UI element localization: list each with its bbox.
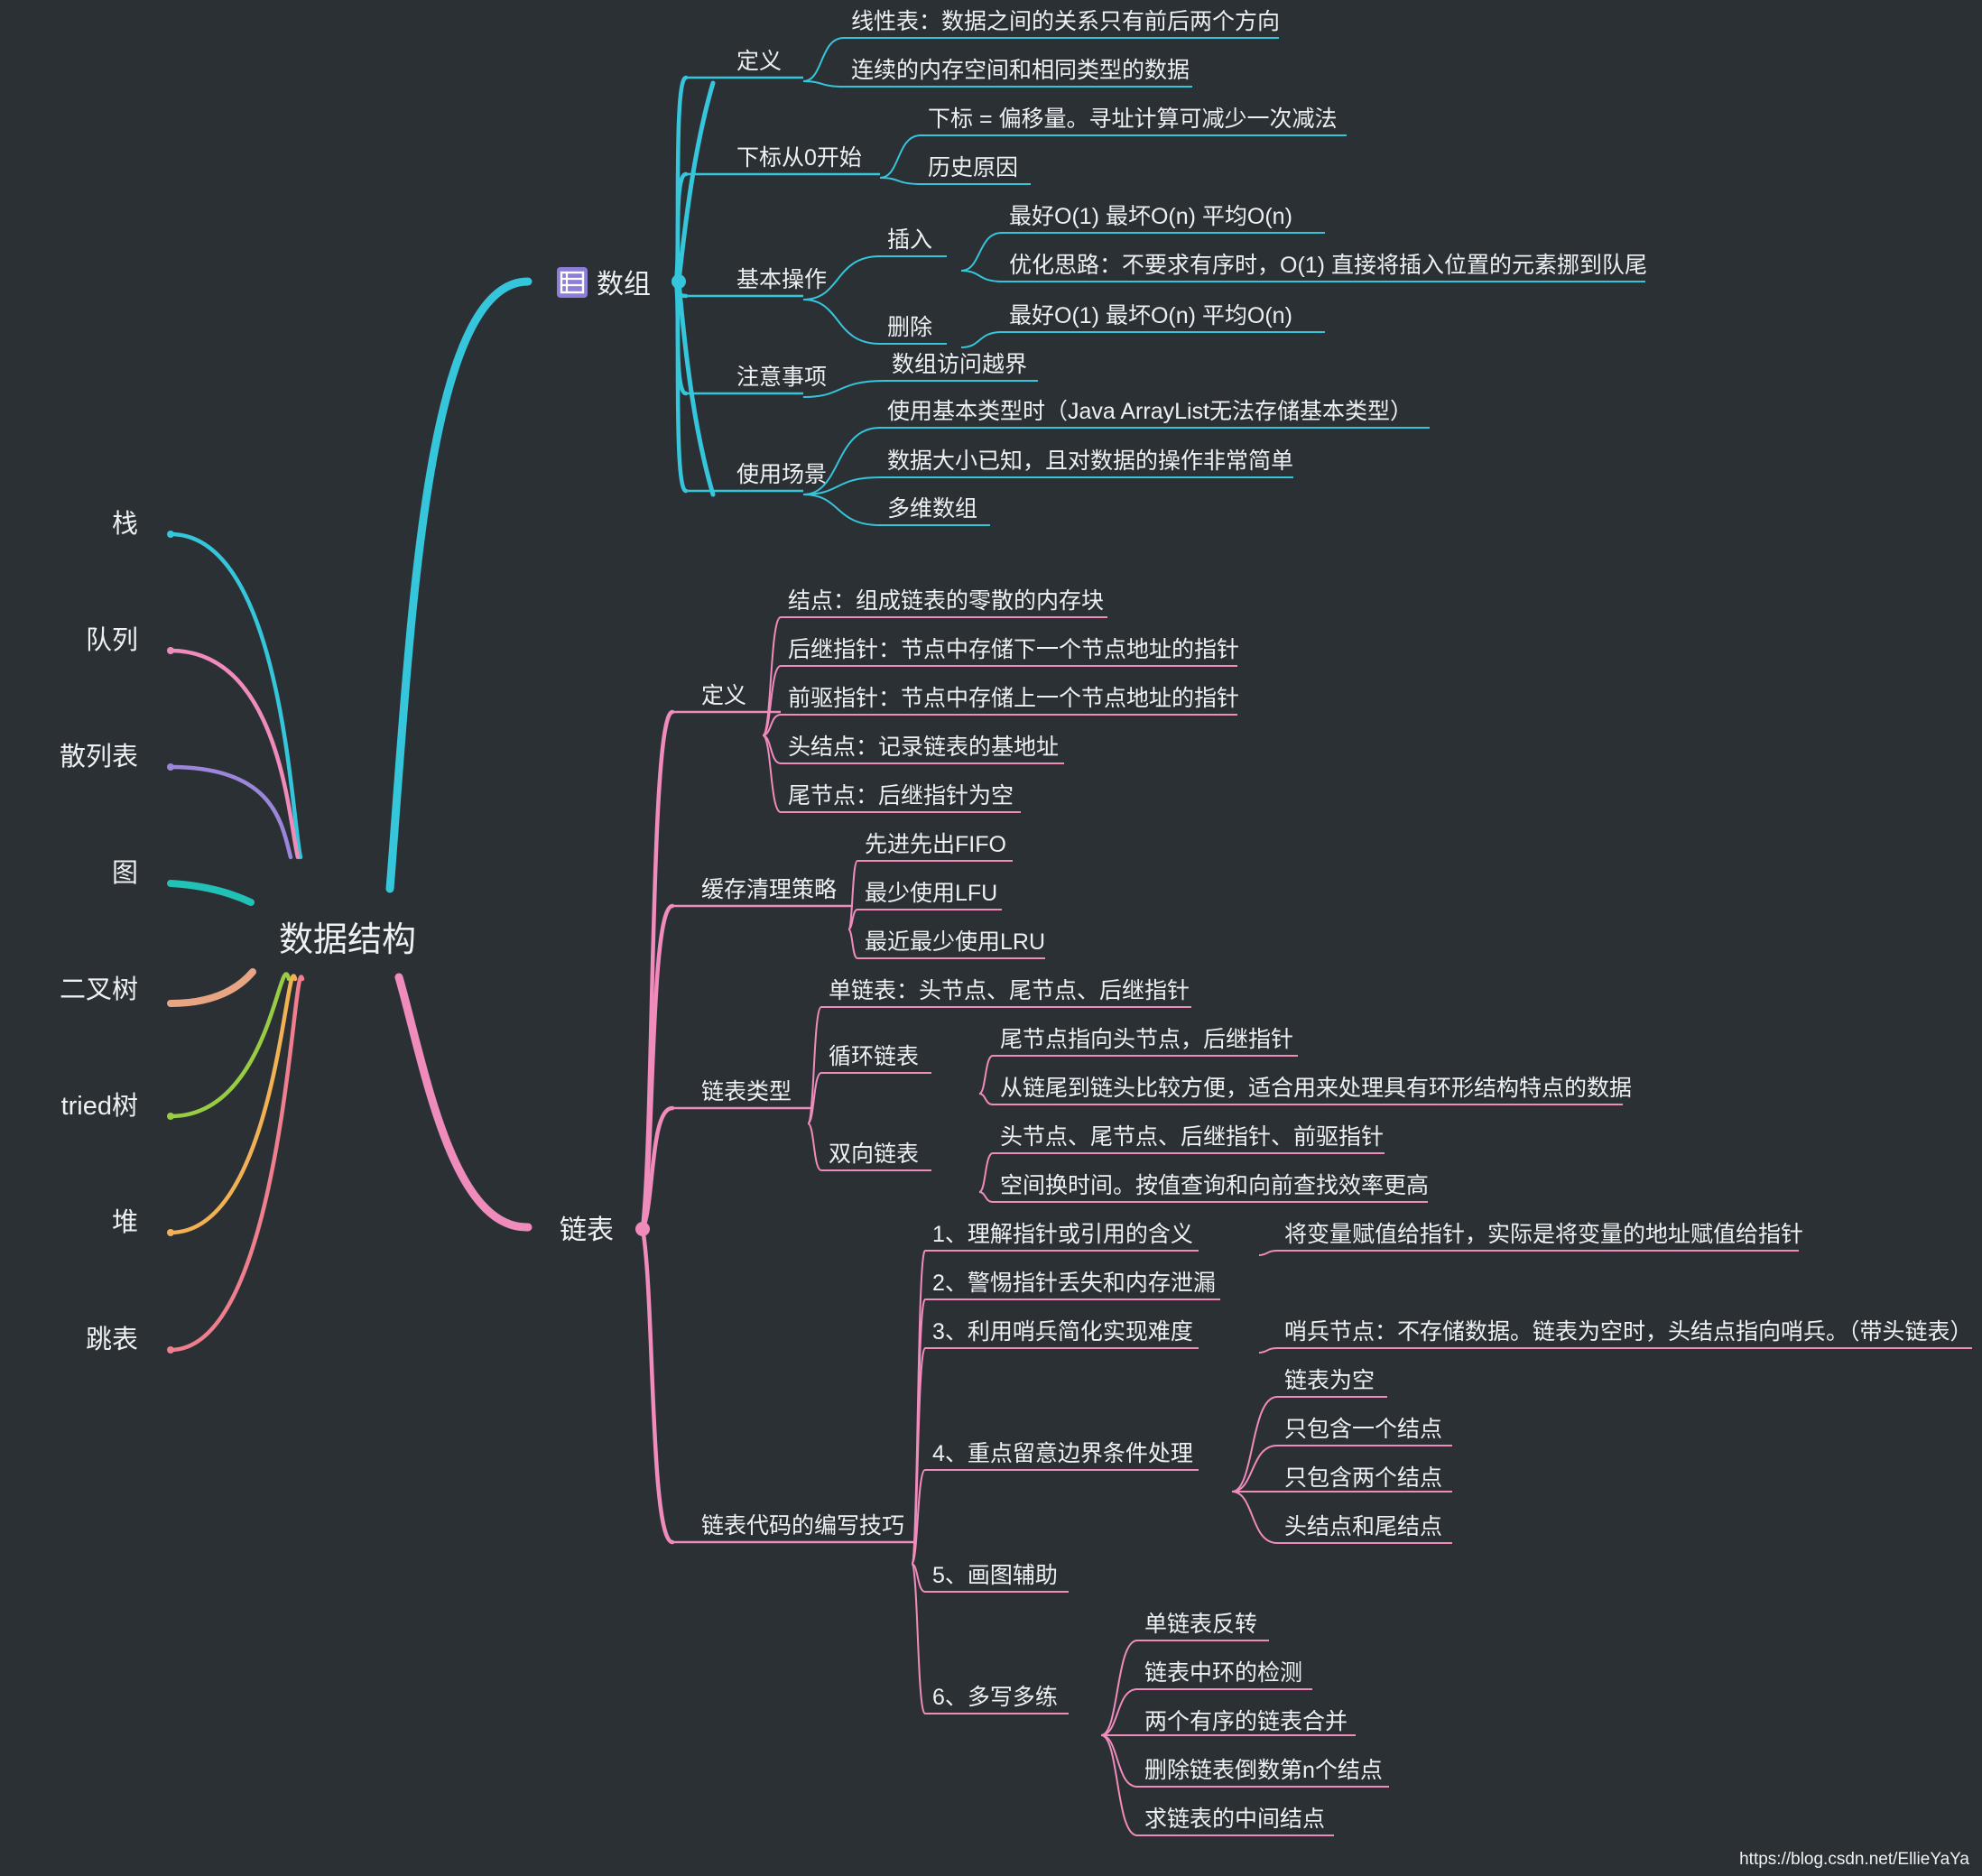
left-branch-7[interactable]: 跳表	[86, 1325, 138, 1354]
array-2-1-0[interactable]: 最好O(1) 最坏O(n) 平均O(n)	[1009, 303, 1292, 328]
left-branch-4[interactable]: 二叉树	[60, 975, 138, 1004]
root-topic[interactable]: 数据结构	[279, 921, 416, 959]
linkedlist-3-5-4[interactable]: 求链表的中间结点	[1144, 1807, 1325, 1832]
array-topic-label: 数组	[597, 270, 651, 300]
array-2-0[interactable]: 插入	[887, 227, 932, 253]
left-branch-6[interactable]: 堆	[112, 1207, 138, 1237]
array-3-0[interactable]: 数组访问越界	[892, 352, 1027, 377]
array-2-0-0[interactable]: 最好O(1) 最坏O(n) 平均O(n)	[1009, 204, 1292, 229]
node-layer: 栈队列散列表图二叉树tried树堆跳表定义下标从0开始基本操作注意事项使用场景线…	[60, 9, 1973, 1832]
linkedlist-3-3[interactable]: 4、重点留意边界条件处理	[932, 1441, 1193, 1466]
linkedlist-2-1[interactable]: 循环链表	[829, 1044, 919, 1069]
linkedlist-2-2-0[interactable]: 头节点、尾节点、后继指针、前驱指针	[1000, 1124, 1384, 1150]
linkedlist-3-0-0[interactable]: 将变量赋值给指针，实际是将变量的地址赋值给指针	[1284, 1222, 1803, 1247]
array-2[interactable]: 基本操作	[736, 267, 827, 292]
linkedlist-3[interactable]: 链表代码的编写技巧	[701, 1513, 904, 1539]
linkedlist-topic[interactable]: 链表	[560, 1215, 614, 1245]
array-0-0[interactable]: 线性表：数据之间的关系只有前后两个方向	[851, 9, 1280, 34]
array-0[interactable]: 定义	[736, 49, 782, 74]
linkedlist-3-3-0[interactable]: 链表为空	[1284, 1368, 1375, 1393]
linkedlist-3-2-0[interactable]: 哨兵节点：不存储数据。链表为空时，头结点指向哨兵。（带头链表）	[1284, 1319, 1973, 1345]
linkedlist-2-2[interactable]: 双向链表	[829, 1141, 919, 1167]
linkedlist-3-3-2[interactable]: 只包含两个结点	[1284, 1465, 1442, 1491]
table-icon	[557, 267, 588, 298]
linkedlist-2-1-0[interactable]: 尾节点指向头节点，后继指针	[1000, 1027, 1293, 1052]
linkedlist-3-5[interactable]: 6、多写多练	[932, 1685, 1058, 1710]
linkedlist-0-2[interactable]: 前驱指针：节点中存储上一个节点地址的指针	[788, 686, 1239, 711]
linkedlist-1-0[interactable]: 先进先出FIFO	[865, 832, 1006, 857]
connector-layer	[167, 37, 1972, 1836]
left-branch-3[interactable]: 图	[112, 859, 138, 888]
linkedlist-0-1[interactable]: 后继指针：节点中存储下一个节点地址的指针	[788, 637, 1239, 662]
linkedlist-3-0[interactable]: 1、理解指针或引用的含义	[932, 1222, 1193, 1247]
linkedlist-2-1-1[interactable]: 从链尾到链头比较方便，适合用来处理具有环形结构特点的数据	[1000, 1076, 1632, 1101]
left-branch-1[interactable]: 队列	[86, 625, 138, 655]
linkedlist-3-5-3[interactable]: 删除链表倒数第n个结点	[1144, 1758, 1383, 1783]
linkedlist-3-2[interactable]: 3、利用哨兵简化实现难度	[932, 1319, 1193, 1345]
linkedlist-0-4[interactable]: 尾节点：后继指针为空	[788, 783, 1014, 809]
array-0-1[interactable]: 连续的内存空间和相同类型的数据	[851, 58, 1190, 83]
linkedlist-3-5-2[interactable]: 两个有序的链表合并	[1144, 1709, 1348, 1734]
array-4-1[interactable]: 数据大小已知，且对数据的操作非常简单	[887, 448, 1293, 474]
linkedlist-2-0[interactable]: 单链表：头节点、尾节点、后继指针	[829, 978, 1190, 1003]
linkedlist-1-1[interactable]: 最少使用LFU	[865, 881, 997, 906]
linkedlist-2[interactable]: 链表类型	[701, 1079, 792, 1104]
left-branch-5[interactable]: tried树	[61, 1091, 138, 1121]
array-4-0[interactable]: 使用基本类型时（Java ArrayList无法存储基本类型）	[887, 399, 1412, 424]
linkedlist-0-0[interactable]: 结点：组成链表的零散的内存块	[788, 588, 1104, 614]
linkedlist-3-4[interactable]: 5、画图辅助	[932, 1563, 1058, 1588]
linkedlist-3-5-1[interactable]: 链表中环的检测	[1144, 1660, 1302, 1686]
array-1[interactable]: 下标从0开始	[736, 145, 862, 171]
array-3[interactable]: 注意事项	[736, 365, 827, 390]
linkedlist-2-2-1[interactable]: 空间换时间。按值查询和向前查找效率更高	[1000, 1173, 1429, 1198]
linkedlist-0[interactable]: 定义	[701, 683, 746, 708]
linkedlist-3-5-0[interactable]: 单链表反转	[1144, 1612, 1257, 1637]
left-branch-0[interactable]: 栈	[112, 509, 138, 539]
linkedlist-3-3-1[interactable]: 只包含一个结点	[1284, 1417, 1442, 1442]
linkedlist-1[interactable]: 缓存清理策略	[701, 877, 837, 902]
linkedlist-0-3[interactable]: 头结点：记录链表的基地址	[788, 735, 1059, 760]
array-2-0-1[interactable]: 优化思路：不要求有序时，O(1) 直接将插入位置的元素挪到队尾	[1009, 253, 1647, 278]
linkedlist-3-3-3[interactable]: 头结点和尾结点	[1284, 1514, 1442, 1539]
linkedlist-3-1[interactable]: 2、警惕指针丢失和内存泄漏	[932, 1271, 1216, 1296]
array-2-1[interactable]: 删除	[887, 315, 932, 340]
array-1-1[interactable]: 历史原因	[928, 155, 1018, 180]
left-branch-2[interactable]: 散列表	[60, 742, 138, 772]
array-4-2[interactable]: 多维数组	[887, 496, 977, 522]
array-1-0[interactable]: 下标 = 偏移量。寻址计算可减少一次减法	[928, 106, 1338, 132]
array-4[interactable]: 使用场景	[736, 462, 827, 487]
array-topic[interactable]: 数组	[557, 267, 651, 300]
linkedlist-1-2[interactable]: 最近最少使用LRU	[865, 929, 1045, 955]
watermark: https://blog.csdn.net/EllieYaYa	[1739, 1850, 1969, 1869]
